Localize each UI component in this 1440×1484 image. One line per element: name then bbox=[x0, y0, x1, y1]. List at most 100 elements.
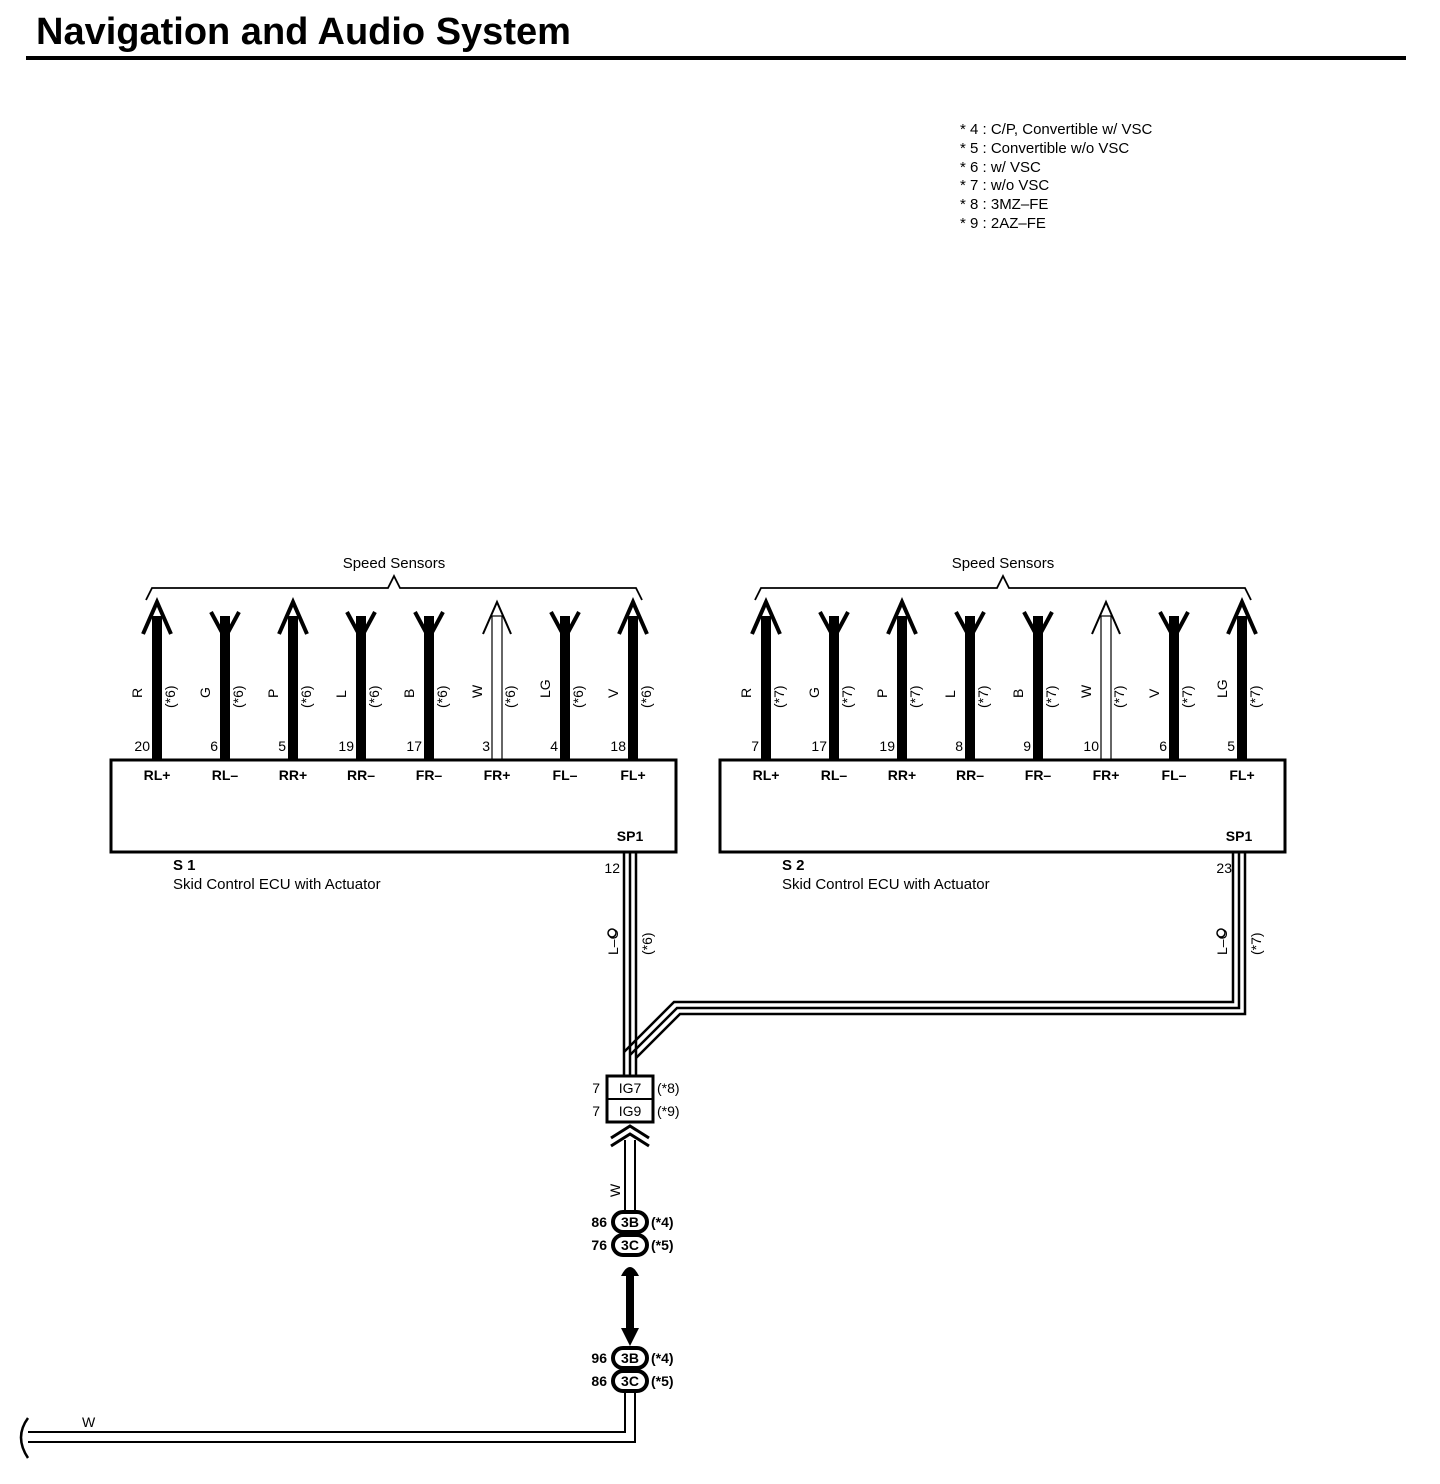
terminal-name: RL+ bbox=[144, 767, 171, 783]
sensor-wire-2-3: P(*7)19 bbox=[874, 597, 923, 760]
jc-upper-pin-76: 76 bbox=[591, 1237, 607, 1253]
wire-condition-label: (*7) bbox=[771, 685, 787, 708]
terminal-name: RR+ bbox=[888, 767, 916, 783]
wire-color-label: G bbox=[806, 687, 822, 698]
page-title: Navigation and Audio System bbox=[36, 11, 571, 53]
jc-lower-cond-5: (*5) bbox=[651, 1373, 674, 1389]
sensor-wire-2-4: L(*7)8 bbox=[942, 611, 991, 760]
terminal-pin-number: 19 bbox=[338, 738, 354, 754]
terminal-pin-number: 5 bbox=[278, 738, 286, 754]
terminal-pin-number: 18 bbox=[610, 738, 626, 754]
jc-lower-3c: 3C bbox=[621, 1373, 639, 1389]
shield-marker-s2 bbox=[1216, 928, 1226, 938]
terminal-name: RR– bbox=[347, 767, 375, 783]
sensor-wire-1-3: P(*6)5 bbox=[265, 597, 314, 760]
jc-lower-cond-4: (*4) bbox=[651, 1350, 674, 1366]
wire-color-label: V bbox=[1146, 688, 1162, 698]
jc-lower-pin-86: 86 bbox=[591, 1373, 607, 1389]
ig9-code: IG9 bbox=[619, 1103, 642, 1119]
bottom-w-wire: W bbox=[19, 1392, 636, 1459]
wire-color-label: LG bbox=[1214, 679, 1230, 698]
wire-condition-label: (*7) bbox=[975, 685, 991, 708]
jc-upper-cond-5: (*5) bbox=[651, 1237, 674, 1253]
jc-lower-pin-96: 96 bbox=[591, 1350, 607, 1366]
shield-marker-s1 bbox=[607, 928, 617, 938]
note-8: * 8 : 3MZ–FE bbox=[960, 196, 1048, 213]
speed-sensors-brace-s2 bbox=[754, 573, 1252, 601]
wire-color-label: W bbox=[469, 684, 485, 698]
terminal-name: FL+ bbox=[620, 767, 645, 783]
wire-condition-label: (*7) bbox=[839, 685, 855, 708]
wire-condition-label: (*6) bbox=[298, 685, 314, 708]
terminal-name: RL+ bbox=[753, 767, 780, 783]
wire-color-label: B bbox=[401, 689, 417, 698]
ecu-box-s1 bbox=[109, 758, 678, 854]
sensor-wire-1-1: R(*6)20 bbox=[129, 597, 178, 760]
sensor-wire-2-8: LG (*7) 5 bbox=[1214, 597, 1263, 760]
speed-sensors-label-s1: Speed Sensors bbox=[343, 555, 446, 572]
wire-color-label: W bbox=[1078, 684, 1094, 698]
sensor-wire-2-5: B(*7)9 bbox=[1010, 611, 1059, 760]
wire-condition-label: (*6) bbox=[162, 685, 178, 708]
wire-condition-label: (*7) bbox=[1043, 685, 1059, 708]
terminal-name: RR– bbox=[956, 767, 984, 783]
sensor-wire-2-1: R(*7)7 bbox=[738, 597, 787, 760]
terminal-pin-number: 10 bbox=[1083, 738, 1099, 754]
sensor-wire-1-5: B(*6)17 bbox=[401, 611, 450, 760]
w-wire-segment: W bbox=[607, 1140, 636, 1212]
terminal-pin-number: 19 bbox=[879, 738, 895, 754]
terminal-sp1-s1: SP1 bbox=[617, 828, 644, 844]
terminal-pin-number: 9 bbox=[1023, 738, 1031, 754]
wire-color-w-upper: W bbox=[607, 1183, 623, 1197]
terminal-name: FL– bbox=[1162, 767, 1187, 783]
sensor-wire-2-2: G (*7) 17 bbox=[806, 611, 855, 760]
ecu-code-s2: S 2 bbox=[782, 857, 805, 874]
terminal-name: FL+ bbox=[1229, 767, 1254, 783]
sp1-output-wires: L–O (*6) L–O (*7) bbox=[605, 852, 1264, 1076]
wire-condition-label: (*6) bbox=[570, 685, 586, 708]
terminal-pin-number: 5 bbox=[1227, 738, 1235, 754]
wire-condition-label: (*7) bbox=[1179, 685, 1195, 708]
terminal-pin-number: 7 bbox=[751, 738, 759, 754]
ig9-pin: 7 bbox=[592, 1103, 600, 1119]
wire-color-label: L bbox=[333, 690, 349, 698]
jc-upper-3c: 3C bbox=[621, 1237, 639, 1253]
junction-connector-upper: 3B 3C 86 76 (*4) (*5) bbox=[591, 1210, 674, 1257]
wire-condition-label: (*6) bbox=[502, 685, 518, 708]
wire-condition-sp1-s1: (*6) bbox=[639, 932, 655, 955]
terminal-pin-number: 6 bbox=[1159, 738, 1167, 754]
terminal-pin-number: 3 bbox=[482, 738, 490, 754]
sensor-wire-2-6: W(*7)10 bbox=[1078, 599, 1127, 761]
sensor-wire-1-2: G(*6)6 bbox=[197, 611, 246, 760]
wire-condition-label: (*6) bbox=[366, 685, 382, 708]
speed-sensors-label-s2: Speed Sensors bbox=[952, 555, 1055, 572]
terminal-pin-number: 17 bbox=[811, 738, 827, 754]
wire-condition-label: (*7) bbox=[907, 685, 923, 708]
ig7-condition: (*8) bbox=[657, 1080, 680, 1096]
wire-color-label: L bbox=[942, 690, 958, 698]
jc-upper-pin-86: 86 bbox=[591, 1214, 607, 1230]
sensor-wire-1-8: V (*6) 18 bbox=[605, 597, 654, 760]
wire-color-label: V bbox=[605, 688, 621, 698]
note-7: * 7 : w/o VSC bbox=[960, 177, 1049, 194]
terminal-name: RL– bbox=[821, 767, 848, 783]
terminal-pin-number: 4 bbox=[550, 738, 558, 754]
sensor-wires-s1: R(*6)20G(*6)6P(*6)5L(*6)19B(*6)17W(*6)3L… bbox=[129, 597, 654, 761]
ig9-condition: (*9) bbox=[657, 1103, 680, 1119]
terminal-name: FR+ bbox=[1093, 767, 1120, 783]
note-6: * 6 : w/ VSC bbox=[960, 159, 1041, 176]
wire-color-label: R bbox=[129, 688, 145, 698]
wire-condition-label: (*6) bbox=[638, 685, 654, 708]
wire-condition-label: (*7) bbox=[1247, 685, 1263, 708]
wire-condition-label: (*6) bbox=[434, 685, 450, 708]
note-4: * 4 : C/P, Convertible w/ VSC bbox=[960, 121, 1152, 138]
terminal-pin-number: 6 bbox=[210, 738, 218, 754]
speed-sensors-brace-s1 bbox=[145, 573, 643, 601]
jc-upper-3b: 3B bbox=[621, 1214, 639, 1230]
sensor-wire-1-6: W (*6) 3 bbox=[469, 599, 518, 761]
sensor-wires-s2: R(*7)7G(*7)17P(*7)19L(*7)8B(*7)9W(*7)10V… bbox=[738, 597, 1263, 761]
junction-connector-lower: 3B 3C 96 86 (*4) (*5) bbox=[591, 1346, 674, 1393]
wire-color-label: LG bbox=[537, 679, 553, 698]
ecu-name-s2: Skid Control ECU with Actuator bbox=[782, 876, 990, 893]
sensor-wire-2-7: V (*7) 6 bbox=[1146, 611, 1195, 760]
